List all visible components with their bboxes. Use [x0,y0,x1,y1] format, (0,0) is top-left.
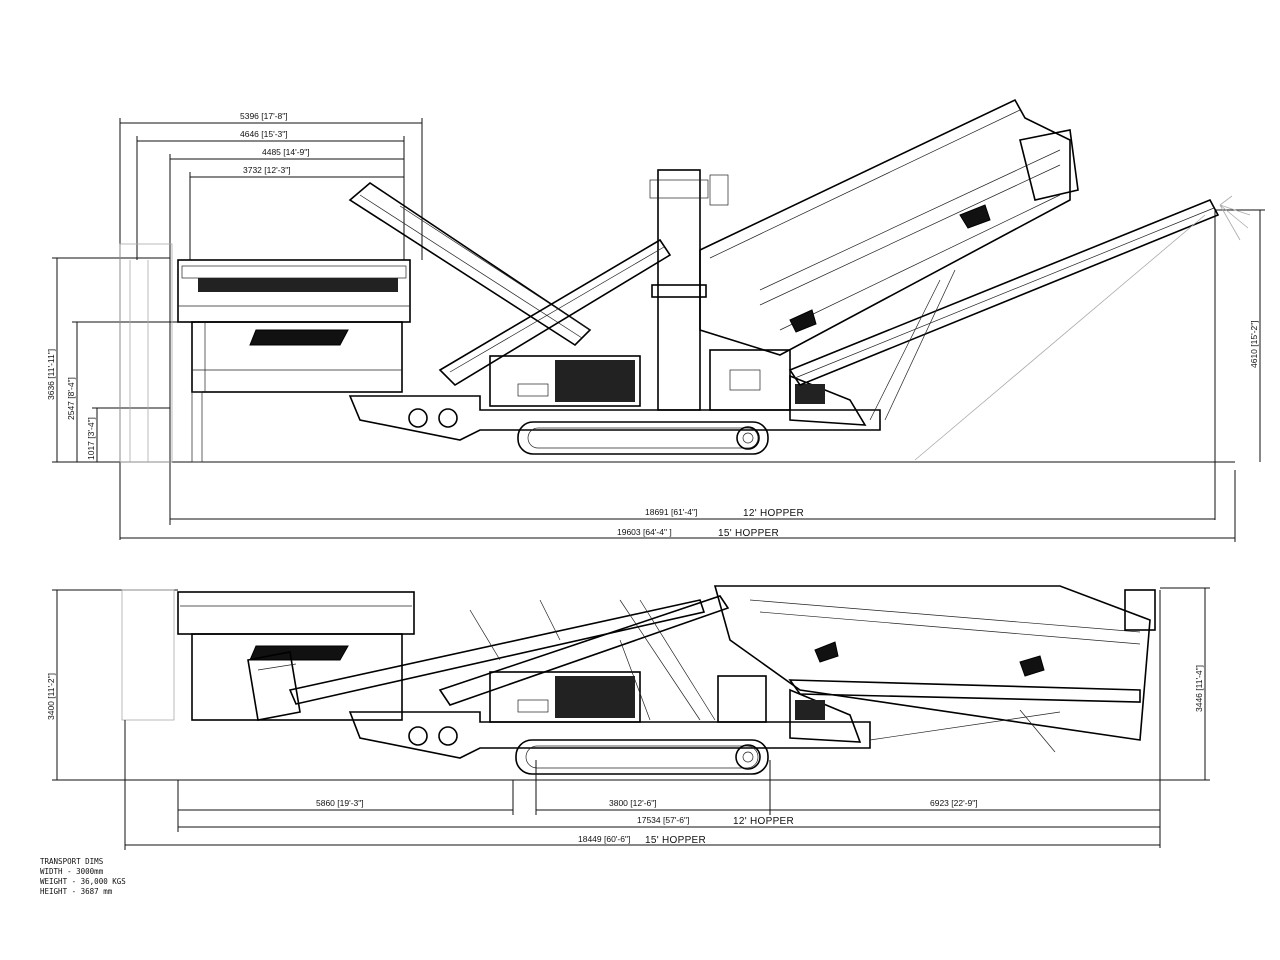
left-dimensions: 3636 [11'-11"] 2547 [8'-4"] 1017 [3'-4"] [46,257,1235,463]
transport-track [515,739,769,775]
track [517,421,769,455]
side-conveyor [788,195,1251,461]
transport-length-12-label: 12' HOPPER [733,816,794,827]
notes-width: WIDTH - 3000mm [40,867,104,876]
top-dimensions: 5396 [17'-8"] 4646 [15'-3"] 4485 [14'-9"… [119,111,423,540]
transport-chassis [348,671,871,759]
transport-dim-left: 3400 [11'-2"] [46,673,56,720]
screen-box [699,98,1079,356]
length-15-label: 15' HOPPER [718,528,779,539]
seg-dim-3: 6923 [22'-9"] [930,798,978,808]
dim-1017: 1017 [3'-4"] [86,417,96,460]
chassis [348,349,881,441]
length-12-label: 12' HOPPER [743,508,804,519]
transport-vertical-dims: 3400 [11'-2"] 3446 [11'-4"] [46,587,1210,781]
feed-conveyor [348,181,672,387]
folded-conveyors [288,595,730,721]
dim-4485: 4485 [14'-9"] [262,147,310,157]
central-tower [649,169,729,411]
transport-notes: TRANSPORT DIMS WIDTH - 3000mm WEIGHT - 3… [40,857,126,897]
transport-segment-dims: 5860 [19'-3"] 3800 [12'-6"] 6923 [22'-9"… [178,760,1160,815]
length-15-value: 19603 [64'-4" ] [617,527,672,537]
length-dimensions: 18691 [61'-4"] 12' HOPPER 19603 [64'-4" … [120,470,1236,542]
side-view: 5396 [17'-8"] 4646 [15'-3"] 4485 [14'-9"… [46,98,1265,542]
notes-height: HEIGHT - 3687 mm [40,887,113,896]
dim-4646: 4646 [15'-3"] [240,129,288,139]
transport-view: 3400 [11'-2"] 3446 [11'-4"] [46,585,1210,850]
transport-length-12-value: 17534 [57'-6"] [637,815,689,825]
hopper [119,243,411,463]
transport-length-15-label: 15' HOPPER [645,835,706,846]
right-dimension: 4610 [15'-2"] [1214,209,1265,520]
transport-dim-right: 3446 [11'-4"] [1194,665,1204,712]
seg-dim-1: 5860 [19'-3"] [316,798,364,808]
transport-screen-box [713,585,1156,753]
dim-3732: 3732 [12'-3"] [243,165,291,175]
dim-3636: 3636 [11'-11"] [46,349,56,400]
length-12-value: 18691 [61'-4"] [645,507,697,517]
transport-length-dims: 17534 [57'-6"] 12' HOPPER 18449 [60'-6"]… [124,590,1161,850]
dim-5396: 5396 [17'-8"] [240,111,288,121]
dim-2547: 2547 [8'-4"] [66,377,76,420]
dim-4610: 4610 [15'-2"] [1249,320,1259,368]
notes-weight: WEIGHT - 36,000 KGS [40,877,126,886]
transport-length-15-value: 18449 [60'-6"] [578,834,630,844]
transport-hopper [121,589,415,721]
seg-dim-2: 3800 [12'-6"] [609,798,657,808]
notes-title: TRANSPORT DIMS [40,857,104,866]
